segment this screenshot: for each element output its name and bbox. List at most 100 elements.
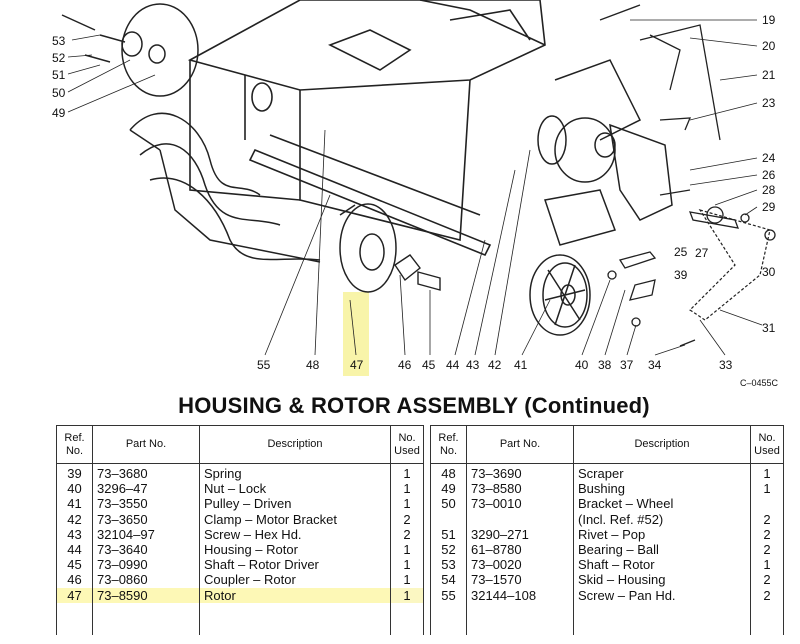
small-parts-illustration [599,4,776,347]
description: Screw – Hex Hd. [199,526,391,543]
left-side-parts-illustration [61,3,199,97]
part-no: 3290–271 [466,526,574,543]
callout: 30 [762,265,776,279]
callout: 41 [514,358,528,372]
no-used: 2 [750,526,784,543]
figure-code: C–0455C [740,378,779,388]
empty-cell [56,602,93,635]
description: Screw – Pan Hd. [573,587,751,603]
ref-no: 51 [430,526,467,543]
leader-lines [67,19,763,356]
header-part-no: Part No. [92,425,200,464]
callout: 48 [306,358,320,372]
part-no: 73–0860 [92,572,200,588]
ref-no: 52 [430,542,467,558]
part-no: 73–3690 [466,463,574,482]
callout: 43 [466,358,480,372]
part-no: 73–3680 [92,463,200,482]
callout: 31 [762,321,776,335]
no-used: 2 [390,511,424,527]
part-no: 73–0990 [92,557,200,573]
ref-no: 49 [430,481,467,497]
empty-cell [390,602,424,635]
no-used: 1 [390,572,424,588]
ref-no: 50 [430,496,467,512]
empty-cell [92,602,200,635]
part-no: 73–3640 [92,542,200,558]
part-no: 73–8580 [466,481,574,497]
empty-cell [199,602,391,635]
ref-no: 47 [56,587,93,603]
description: (Incl. Ref. #52) [573,511,751,527]
part-no: 73–3550 [92,496,200,512]
description: Nut – Lock [199,481,391,497]
rotor-housing-illustration [187,0,546,242]
no-used: 1 [750,463,784,482]
no-used: 1 [390,542,424,558]
callout: 52 [52,51,66,65]
callout: 39 [674,268,688,282]
no-used: 2 [750,511,784,527]
no-used: 2 [750,542,784,558]
description: Bearing – Ball [573,542,751,558]
description: Clamp – Motor Bracket [199,511,391,527]
callout: 44 [446,358,460,372]
parts-table-left: Ref. No. Part No. Description No. Used 3… [56,425,424,635]
no-used: 2 [750,587,784,603]
part-no: 73–0020 [466,557,574,573]
callout: 55 [257,358,271,372]
header-no-used: No. Used [750,425,784,464]
part-no: 61–8780 [466,542,574,558]
ref-no: 53 [430,557,467,573]
ref-no: 45 [56,557,93,573]
ref-no [430,602,467,635]
ref-no: 42 [56,511,93,527]
callout: 25 [674,245,688,259]
description [573,602,751,635]
ref-no: 44 [56,542,93,558]
callout: 40 [575,358,589,372]
table-row: (Incl. Ref. #52)2 [430,511,784,527]
table-header-row: Ref. No. Part No. Description No. Used [430,425,784,464]
callout: 27 [695,246,709,260]
no-used [750,496,784,512]
part-no: 3296–47 [92,481,200,497]
header-ref-no: Ref. No. [430,425,467,464]
callout: 38 [598,358,612,372]
part-no [466,511,574,527]
header-no-used: No. Used [390,425,424,464]
header-part-no: Part No. [466,425,574,464]
part-no: 32104–97 [92,526,200,543]
no-used: 2 [750,572,784,588]
header-description: Description [573,425,751,464]
highlight-47 [343,292,369,376]
no-used: 1 [390,587,424,603]
ref-no: 48 [430,463,467,482]
callout: 49 [52,106,66,120]
ref-no: 43 [56,526,93,543]
no-used: 1 [390,463,424,482]
callout: 33 [719,358,733,372]
description: Shaft – Rotor Driver [199,557,391,573]
header-description: Description [199,425,391,464]
motor-illustration [537,59,673,246]
callout: 53 [52,34,66,48]
description: Pulley – Driven [199,496,391,512]
table-row [430,602,784,635]
no-used: 2 [390,526,424,543]
description: Spring [199,463,391,482]
no-used: 1 [750,481,784,497]
description: Housing – Rotor [199,542,391,558]
ref-no: 55 [430,587,467,603]
